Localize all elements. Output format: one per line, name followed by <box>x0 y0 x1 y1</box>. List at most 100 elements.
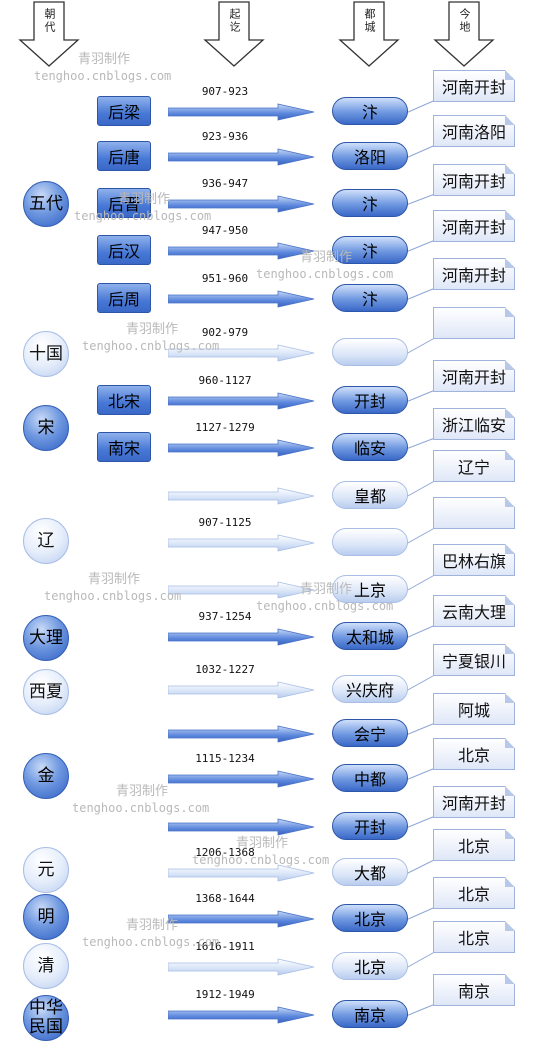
today-location-note: 河南开封 <box>433 164 515 196</box>
today-location-note <box>433 307 515 339</box>
dynasty-label: 西夏 <box>29 681 63 702</box>
watermark-title: 青羽制作 <box>88 572 141 587</box>
period-arrow <box>168 290 315 308</box>
sub-dynasty-box: 后唐 <box>97 141 151 171</box>
dynasty-circle: 明 <box>23 894 69 940</box>
dynasty-circle: 十国 <box>23 331 69 377</box>
period-label: 902-979 <box>201 326 249 339</box>
watermark: 青羽制作 tenghoo.cnblogs.com <box>256 582 393 614</box>
period-label: 1616-1911 <box>195 940 255 953</box>
period-label: 1032-1227 <box>195 663 255 676</box>
today-location-note: 北京 <box>433 877 515 909</box>
watermark-title: 青羽制作 <box>300 582 353 597</box>
dynasty-circle: 西夏 <box>23 669 69 715</box>
capital-capsule: 洛阳 <box>332 142 408 170</box>
watermark-url: tenghoo.cnblogs.com <box>72 801 210 815</box>
capital-capsule: 南京 <box>332 1000 408 1028</box>
today-location-note: 浙江临安 <box>433 408 515 440</box>
capital-capsule: 临安 <box>332 433 408 461</box>
capital-capsule: 中都 <box>332 764 408 792</box>
sub-dynasty-box: 北宋 <box>97 385 151 415</box>
capital-capsule: 北京 <box>332 904 408 932</box>
period-arrow <box>168 148 315 166</box>
dynasty-label: 大理 <box>29 627 63 648</box>
period-arrow <box>168 344 315 362</box>
period-arrow <box>168 487 315 505</box>
today-location-note: 云南大理 <box>433 595 515 627</box>
dynasty-label: 明 <box>37 906 55 927</box>
capital-capsule: 汴 <box>332 284 408 312</box>
capital-capsule: 北京 <box>332 952 408 980</box>
watermark: 青羽制作 tenghoo.cnblogs.com <box>44 572 181 604</box>
today-location-note: 辽宁 <box>433 450 515 482</box>
today-location-note: 南京 <box>433 974 515 1006</box>
watermark: 青羽制作 tenghoo.cnblogs.com <box>192 836 329 868</box>
period-arrow <box>168 958 315 976</box>
period-arrow <box>168 910 315 928</box>
dynasty-circle: 五代 <box>23 181 69 227</box>
sub-dynasty-box: 南宋 <box>97 432 151 462</box>
watermark: 青羽制作 tenghoo.cnblogs.com <box>72 784 209 816</box>
sub-dynasty-box: 后汉 <box>97 235 151 265</box>
watermark-title: 青羽制作 <box>236 836 289 851</box>
period-arrow <box>168 1006 315 1024</box>
header-label: 朝代 <box>43 8 56 34</box>
capital-capsule: 开封 <box>332 386 408 414</box>
capital-capsule: 兴庆府 <box>332 675 408 703</box>
watermark-title: 青羽制作 <box>78 52 131 67</box>
watermark: 青羽制作 tenghoo.cnblogs.com <box>34 52 171 84</box>
watermark-url: tenghoo.cnblogs.com <box>34 69 172 83</box>
period-arrow <box>168 725 315 743</box>
today-location-note <box>433 497 515 529</box>
header-period: 起讫 <box>203 0 265 68</box>
watermark-title: 青羽制作 <box>118 192 171 207</box>
dynasty-label: 中华 民国 <box>29 998 63 1037</box>
dynasty-circle: 清 <box>23 943 69 989</box>
period-arrow <box>168 534 315 552</box>
today-location-note: 北京 <box>433 829 515 861</box>
today-location-note: 宁夏银川 <box>433 644 515 676</box>
header-capital: 都城 <box>338 0 400 68</box>
header-label: 都城 <box>363 8 376 34</box>
header-label: 起讫 <box>228 8 241 34</box>
watermark-url: tenghoo.cnblogs.com <box>44 589 182 603</box>
capital-capsule <box>332 338 408 366</box>
capital-capsule: 会宁 <box>332 719 408 747</box>
today-location-note: 巴林右旗 <box>433 544 515 576</box>
sub-dynasty-box: 后梁 <box>97 96 151 126</box>
period-arrow <box>168 103 315 121</box>
today-location-note: 北京 <box>433 921 515 953</box>
period-label: 1206-1368 <box>195 846 255 859</box>
sub-dynasty-box: 后周 <box>97 283 151 313</box>
watermark-url: tenghoo.cnblogs.com <box>82 339 220 353</box>
watermark-title: 青羽制作 <box>116 784 169 799</box>
watermark-title: 青羽制作 <box>126 918 179 933</box>
header-dynasty: 朝代 <box>18 0 80 68</box>
today-location-note: 河南开封 <box>433 786 515 818</box>
period-arrow <box>168 581 315 599</box>
watermark-url: tenghoo.cnblogs.com <box>256 599 394 613</box>
today-location-note: 阿城 <box>433 693 515 725</box>
dynasty-label: 元 <box>37 859 55 880</box>
today-location-note: 河南开封 <box>433 360 515 392</box>
dynasty-circle: 大理 <box>23 615 69 661</box>
dynasty-circle: 中华 民国 <box>23 995 69 1041</box>
period-arrow <box>168 439 315 457</box>
period-label: 1115-1234 <box>195 752 255 765</box>
period-arrow <box>168 770 315 788</box>
watermark-url: tenghoo.cnblogs.com <box>192 853 330 867</box>
watermark-url: tenghoo.cnblogs.com <box>82 935 220 949</box>
dynasty-label: 十国 <box>29 343 63 364</box>
capital-capsule: 汴 <box>332 236 408 264</box>
today-location-note: 河南开封 <box>433 210 515 242</box>
today-location-note: 河南开封 <box>433 70 515 102</box>
capital-capsule: 汴 <box>332 189 408 217</box>
dynasty-circle: 宋 <box>23 405 69 451</box>
watermark-title: 青羽制作 <box>300 250 353 265</box>
period-label: 937-1254 <box>198 610 252 623</box>
period-arrow <box>168 818 315 836</box>
capital-capsule: 上京 <box>332 575 408 603</box>
period-label: 951-960 <box>201 272 249 285</box>
capital-capsule: 汴 <box>332 97 408 125</box>
